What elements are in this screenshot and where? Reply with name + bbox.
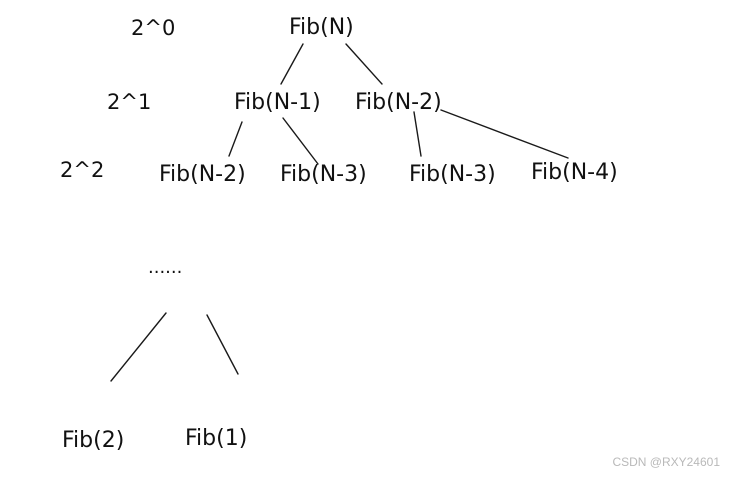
edge-ellipsis-to-fib1 [206,314,239,375]
edge-fibn-to-fibn1 [280,43,304,85]
node-fib-n-minus-3-right: Fib(N-3) [409,162,496,187]
edge-fibn1-to-fibn2-left [228,121,243,157]
node-fib-n-minus-2: Fib(N-2) [355,90,442,115]
edge-fibn1-to-fibn3-left [282,117,319,165]
node-fib-n-minus-1: Fib(N-1) [234,90,321,115]
level-label-2pow0: 2^0 [131,16,176,40]
level-label-2pow2: 2^2 [60,158,105,182]
node-fib-1: Fib(1) [185,426,248,451]
node-fib-n-minus-4: Fib(N-4) [531,160,618,185]
edge-ellipsis-to-fib2 [110,312,167,382]
edge-fibn-to-fibn2 [345,43,383,85]
node-fib-n: Fib(N) [289,15,354,40]
node-fib-2: Fib(2) [62,428,125,453]
watermark-text: CSDN @RXY24601 [612,455,720,469]
node-fib-n-minus-2-left: Fib(N-2) [159,162,246,187]
ellipsis-more-levels: ...... [148,257,183,278]
edge-fibn2-to-fibn3-right [413,111,422,157]
level-label-2pow1: 2^1 [107,90,152,114]
edge-fibn2-to-fibn4 [440,109,569,159]
node-fib-n-minus-3-left: Fib(N-3) [280,162,367,187]
